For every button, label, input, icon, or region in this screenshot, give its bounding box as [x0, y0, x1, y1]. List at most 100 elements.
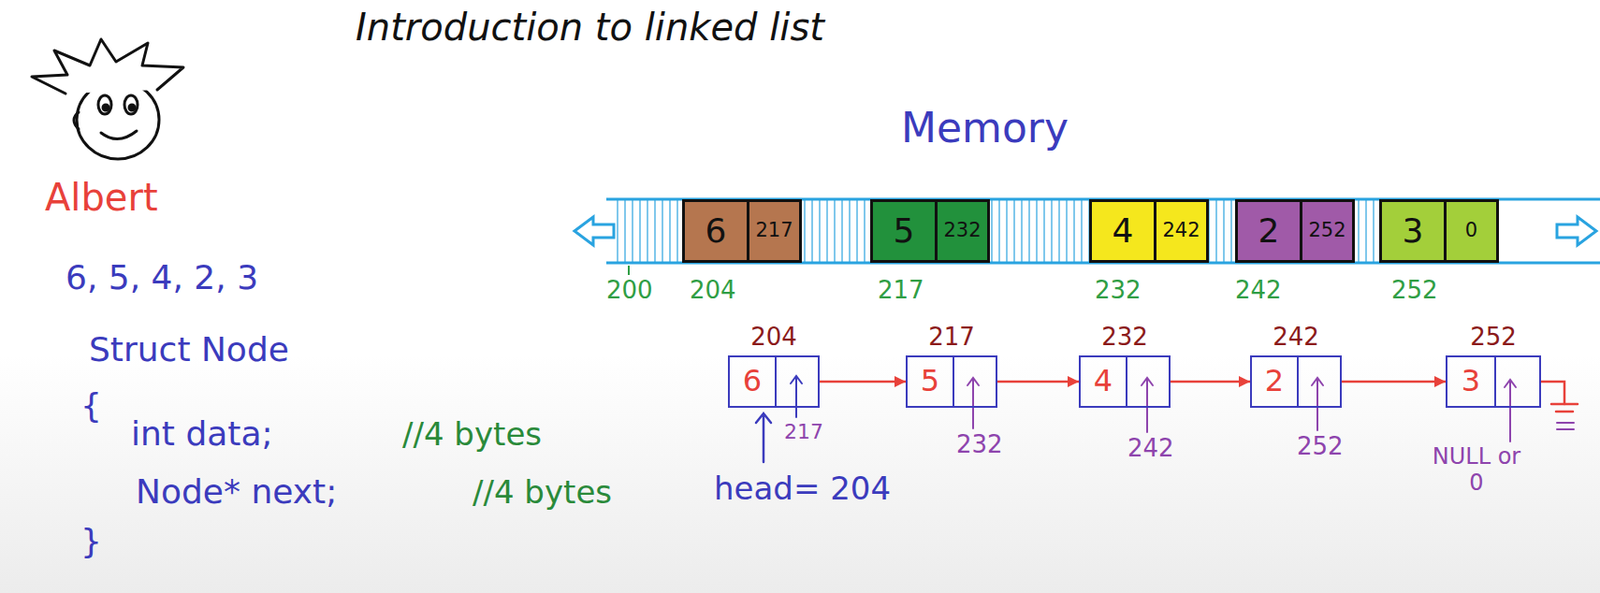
node-pointer-cell — [774, 357, 818, 407]
memory-data-cell: 2 — [1237, 202, 1300, 261]
pointer-leader — [1311, 378, 1324, 431]
ear — [73, 112, 79, 130]
node-data-cell: 3 — [1447, 357, 1495, 407]
address-tick — [627, 265, 630, 276]
node-address: 217 — [907, 323, 996, 351]
memory-pointer: 0 — [1465, 219, 1478, 242]
code-line: Struct Node — [88, 330, 290, 369]
albert-face — [31, 39, 184, 160]
pointer-leader — [967, 378, 979, 429]
node-pointer-cell — [1125, 357, 1169, 407]
node-pointer-cell — [1494, 357, 1540, 407]
node-address: 252 — [1447, 323, 1540, 351]
memory-address: 217 — [877, 276, 925, 306]
node-address: 242 — [1251, 323, 1340, 351]
memory-block: 2 252 — [1235, 199, 1355, 263]
node-value: 2 — [1265, 364, 1284, 398]
memory-value: 4 — [1112, 212, 1135, 250]
memory-pointer: 217 — [755, 219, 793, 242]
memory-block: 4 242 — [1089, 199, 1209, 263]
memory-data-cell: 5 — [872, 202, 935, 261]
memory-heading: Memory — [901, 104, 1069, 153]
ground-mark — [1556, 421, 1574, 424]
node-value: 4 — [1093, 364, 1113, 398]
null-note: NULL or 0 — [1429, 444, 1524, 496]
memory-pointer-cell: 252 — [1299, 202, 1353, 261]
hair — [31, 39, 184, 94]
code-brace: { — [80, 386, 102, 425]
memory-left-arrow — [574, 217, 614, 246]
memory-address: 242 — [1235, 276, 1282, 306]
memory-block: 5 232 — [870, 199, 990, 263]
memory-value: 5 — [893, 212, 916, 250]
ground-bar — [1556, 410, 1573, 414]
ground-mark — [1556, 428, 1574, 431]
memory-data-cell: 4 — [1091, 202, 1154, 261]
memory-pointer-cell: 217 — [746, 202, 800, 261]
memory-block: 6 217 — [682, 199, 802, 263]
memory-hatching — [612, 200, 1381, 262]
code-line: int data; — [130, 414, 274, 453]
list-node: 5217 — [905, 355, 998, 408]
null-wire — [1541, 381, 1565, 405]
code-comment: //4 bytes — [472, 474, 612, 511]
node-data-cell: 4 — [1080, 357, 1126, 407]
pointer-leader — [790, 376, 802, 418]
code-line: Node* next; — [135, 472, 337, 511]
memory-pointer-cell: 0 — [1443, 202, 1497, 261]
memory-value: 2 — [1258, 212, 1280, 250]
memory-value: 6 — [705, 212, 728, 250]
smile — [101, 130, 137, 140]
link-arrow — [997, 380, 1079, 384]
memory-address: 252 — [1391, 276, 1439, 306]
eye — [98, 95, 112, 115]
head-arrow — [756, 413, 771, 463]
memory-value: 3 — [1402, 212, 1425, 250]
node-data-cell: 6 — [729, 357, 775, 407]
node-address: 232 — [1080, 323, 1169, 351]
memory-pointer: 252 — [1308, 219, 1346, 242]
pointer-value: 217 — [784, 420, 824, 444]
node-pointer-cell — [1296, 357, 1340, 407]
memory-pointer-cell: 232 — [934, 202, 988, 261]
node-value: 6 — [742, 364, 762, 398]
memory-data-cell: 6 — [684, 202, 747, 261]
link-arrow — [819, 380, 906, 384]
list-node: 4232 — [1078, 355, 1171, 408]
pointer-value: 232 — [956, 431, 1004, 460]
title: Introduction to linked list — [355, 5, 825, 49]
node-value: 3 — [1461, 364, 1481, 398]
link-arrow — [1341, 380, 1446, 384]
memory-block: 30 — [1379, 199, 1499, 263]
list-node: 2242 — [1250, 355, 1342, 408]
memory-address: 204 — [689, 276, 737, 306]
memory-data-cell: 3 — [1381, 202, 1444, 261]
node-data-cell: 5 — [907, 357, 953, 407]
value-list: 6, 5, 4, 2, 3 — [65, 258, 259, 297]
code-comment: //4 bytes — [402, 416, 542, 453]
memory-address: 232 — [1094, 276, 1142, 306]
memory-pointer: 242 — [1162, 219, 1200, 242]
memory-right-arrow — [1556, 217, 1597, 246]
memory-pointer-cell: 242 — [1153, 202, 1207, 261]
pointer-value: 252 — [1296, 433, 1344, 462]
list-node: 3252 — [1445, 355, 1542, 408]
node-pointer-cell — [952, 357, 996, 407]
ground-bar — [1551, 403, 1578, 407]
list-node: 6204 — [727, 355, 820, 408]
link-arrow — [1170, 380, 1251, 384]
pupil — [129, 104, 135, 111]
head-label: head= 204 — [713, 470, 891, 508]
node-data-cell: 2 — [1251, 357, 1297, 407]
eye — [124, 95, 138, 115]
memory-address: 200 — [606, 276, 654, 306]
code-brace: } — [80, 522, 102, 561]
pointer-value: 242 — [1127, 435, 1175, 464]
pointer-leader — [1504, 379, 1516, 442]
pointer-leader — [1141, 378, 1153, 433]
memory-pointer: 232 — [943, 219, 981, 242]
node-value: 5 — [920, 364, 940, 398]
name-label: Albert — [44, 175, 159, 219]
node-address: 204 — [729, 323, 818, 351]
